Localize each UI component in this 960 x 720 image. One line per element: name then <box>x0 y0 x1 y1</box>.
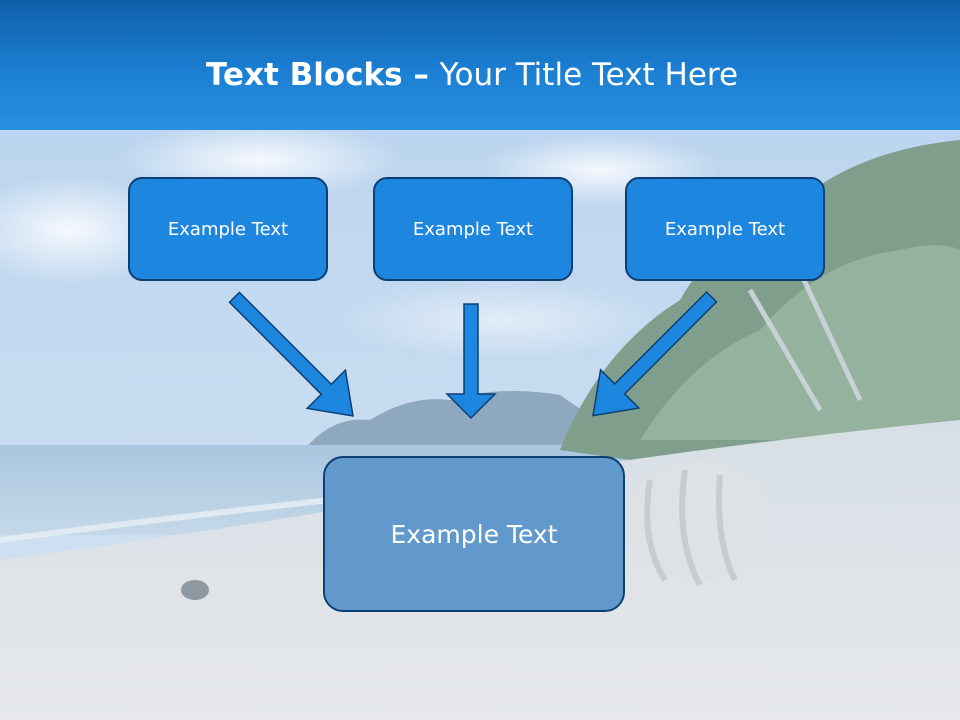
text-block-3[interactable]: Example Text <box>625 177 825 281</box>
title-rest-text: Your Title Text Here <box>439 57 739 93</box>
text-block-1[interactable]: Example Text <box>128 177 328 281</box>
title-bar <box>0 0 960 130</box>
text-block-2[interactable]: Example Text <box>373 177 573 281</box>
title-dash: – <box>402 57 440 93</box>
title-bold-text: Text Blocks <box>205 57 403 93</box>
text-block-result-label: Example Text <box>390 519 558 549</box>
text-block-1-label: Example Text <box>167 218 289 240</box>
slide-title: Text Blocks – Your Title Text Here <box>0 52 944 98</box>
text-block-3-label: Example Text <box>664 218 786 240</box>
text-block-2-label: Example Text <box>412 218 534 240</box>
text-block-result[interactable]: Example Text <box>323 456 625 612</box>
